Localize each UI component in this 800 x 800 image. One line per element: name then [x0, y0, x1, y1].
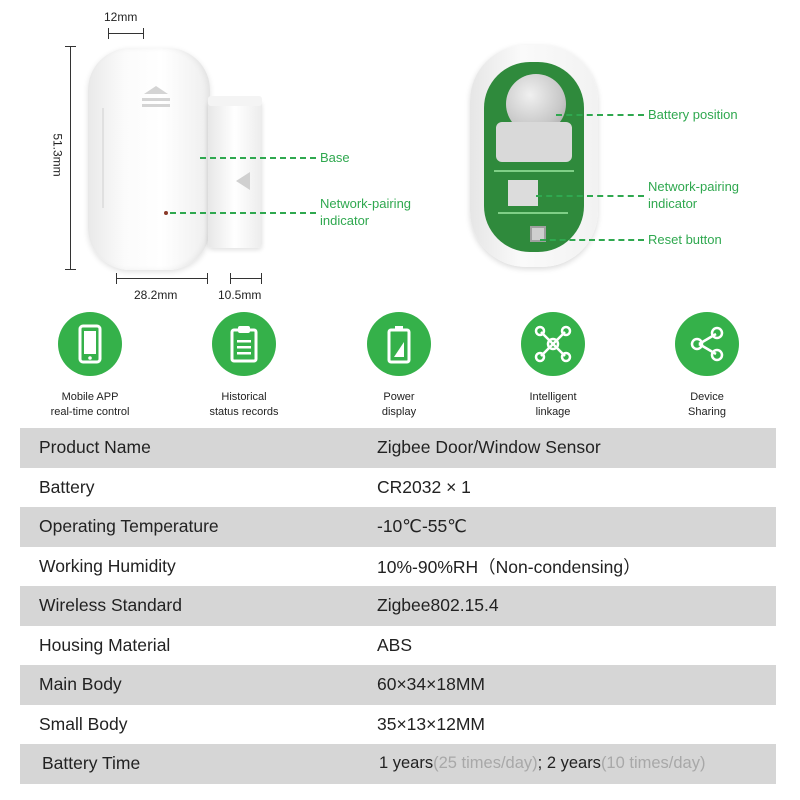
- spec-value: Zigbee Door/Window Sensor: [377, 437, 601, 458]
- callout-pairing-indicator-right: Network-pairing indicator: [648, 179, 740, 211]
- table-row: Wireless Standard Zigbee802.15.4: [20, 586, 776, 626]
- dimension-tick: [207, 273, 208, 284]
- reset-button-graphic: [530, 226, 546, 242]
- table-row: Working Humidity 10%-90%RH（Non-condensin…: [20, 546, 776, 586]
- dimension-tick: [230, 273, 231, 284]
- dimension-tick: [116, 273, 117, 284]
- spec-value: Zigbee802.15.4: [377, 595, 499, 616]
- sensor-magnet-image: [208, 96, 262, 248]
- spec-value: 60×34×18MM: [377, 674, 485, 695]
- spec-key: Wireless Standard: [39, 595, 182, 616]
- callout-pairing-indicator: Network-pairing indicator: [320, 196, 412, 228]
- spec-value: CR2032 × 1: [377, 476, 471, 497]
- dimension-tick: [65, 269, 76, 270]
- table-row: Operating Temperature -10℃-55℃: [20, 507, 776, 547]
- spec-value: 1 years(25 times/day); 2 years(10 times/…: [379, 754, 706, 773]
- callout-line: [200, 157, 316, 159]
- spec-value: -10℃-55℃: [377, 516, 467, 537]
- spec-key: Battery: [39, 476, 95, 497]
- callout-line: [556, 114, 644, 116]
- spec-value: 35×13×12MM: [377, 713, 485, 734]
- battery-icon: [387, 326, 411, 364]
- dimension-line: [70, 46, 71, 270]
- spec-key: Main Body: [39, 674, 122, 695]
- callout-line: [536, 195, 644, 197]
- dimension-height: 51.3mm: [50, 133, 65, 177]
- indicator-dot: [164, 211, 168, 215]
- table-row: Small Body 35×13×12MM: [20, 704, 776, 744]
- callout-base: Base: [320, 150, 350, 165]
- network-nodes-icon: [534, 325, 572, 363]
- table-row: Housing Material ABS: [20, 625, 776, 665]
- spec-key: Operating Temperature: [39, 516, 219, 537]
- table-row: Main Body 60×34×18MM: [20, 665, 776, 705]
- spec-value: 10%-90%RH（Non-condensing）: [377, 556, 641, 577]
- spec-key: Working Humidity: [39, 555, 176, 576]
- table-row: Battery CR2032 × 1: [20, 467, 776, 507]
- table-row: Product Name Zigbee Door/Window Sensor: [20, 428, 776, 468]
- dimension-tick: [108, 28, 109, 39]
- spec-key: Product Name: [39, 437, 151, 458]
- dimension-top-width: 12mm: [104, 10, 138, 24]
- arrow-left-icon: [236, 172, 250, 190]
- table-row-battery-time: Battery Time 1 years(25 times/day); 2 ye…: [20, 744, 776, 784]
- callout-line: [170, 212, 316, 214]
- spec-value: ABS: [377, 634, 413, 655]
- spec-table: Product Name Zigbee Door/Window Sensor B…: [20, 428, 776, 784]
- callout-battery-position: Battery position: [648, 107, 738, 122]
- clipboard-icon: [230, 326, 258, 363]
- spec-key: Battery Time: [42, 753, 141, 774]
- smartphone-icon: [78, 324, 102, 364]
- sensor-base-image: [88, 48, 210, 270]
- chevron-up-icon: [142, 86, 170, 107]
- dimension-tick: [65, 46, 76, 47]
- dimension-tick: [261, 273, 262, 284]
- share-icon: [690, 326, 724, 362]
- spec-key: Housing Material: [39, 634, 171, 655]
- dimension-base-width: 28.2mm: [134, 288, 178, 302]
- pcb-board: [484, 62, 584, 252]
- callout-reset-button: Reset button: [648, 232, 722, 247]
- spec-key: Small Body: [39, 713, 128, 734]
- dimension-line: [108, 33, 144, 34]
- callout-line: [540, 239, 644, 241]
- dimension-line: [116, 278, 208, 279]
- dimension-magnet-width: 10.5mm: [218, 288, 262, 302]
- dimension-tick: [143, 28, 144, 39]
- dimension-line: [230, 278, 262, 279]
